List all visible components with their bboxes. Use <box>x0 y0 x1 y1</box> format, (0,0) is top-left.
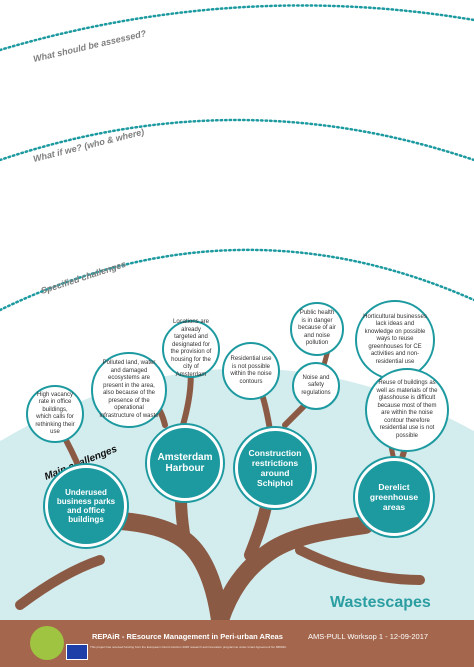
main-underused: Underused business parks and office buil… <box>45 465 127 547</box>
bubble-locations-text: Locations are already targeted and desig… <box>170 319 212 378</box>
bubble-noise-safety: Noise and safety regulations <box>292 362 340 410</box>
main-schiphol: Construction restrictions around Schipho… <box>235 428 315 508</box>
main-derelict-text: Derelict greenhouse areas <box>369 482 419 512</box>
wastescapes-title: Wastescapes <box>330 594 431 611</box>
bubble-vacancy-text: High vacancy rate in office buildings, w… <box>35 391 75 436</box>
arc-assess <box>0 4 474 52</box>
bubble-reuse-text: Reuse of buildings as well as materials … <box>376 380 438 439</box>
eu-flag-icon <box>66 644 88 660</box>
bubble-polluted-text: Polluted land, water and damaged ecosyst… <box>99 360 159 419</box>
footer-date: AMS-PULL Worksop 1 - 12-09-2017 <box>308 632 429 641</box>
bubble-public-health: Public health is in danger because of ai… <box>290 302 344 356</box>
main-underused-text: Underused business parks and office buil… <box>56 488 116 524</box>
bubble-reuse: Reuse of buildings as well as materials … <box>365 368 449 452</box>
main-schiphol-text: Construction restrictions around Schipho… <box>248 448 302 488</box>
label-assess: What should be assessed? <box>32 28 147 64</box>
label-specified: Specified challenges <box>40 259 128 296</box>
bubble-vacancy: High vacancy rate in office buildings, w… <box>26 385 84 443</box>
bubble-noise-safety-text: Noise and safety regulations <box>301 374 331 396</box>
arc-specified <box>0 248 474 312</box>
bubble-public-health-text: Public health is in danger because of ai… <box>298 310 336 347</box>
footer-note: This project has received funding from t… <box>90 645 287 649</box>
repair-logo-icon <box>30 626 64 660</box>
main-amsterdam: Amsterdam Harbour <box>147 425 223 501</box>
main-amsterdam-text: Amsterdam Harbour <box>157 452 213 474</box>
footer-title: REPAiR - REsource Management in Peri-urb… <box>92 632 283 641</box>
bubble-locations: Locations are already targeted and desig… <box>162 319 220 378</box>
arc-whatif <box>0 118 474 162</box>
bubble-residential: Residential use is not possible within t… <box>222 342 280 400</box>
bubble-horticultural: Horticultural businesses lack ideas and … <box>355 300 435 380</box>
bubble-horticultural-text: Horticultural businesses lack ideas and … <box>363 313 427 365</box>
main-derelict: Derelict greenhouse areas <box>355 458 433 536</box>
bubble-polluted: Polluted land, water and damaged ecosyst… <box>91 352 167 428</box>
bubble-residential-text: Residential use is not possible within t… <box>230 356 272 385</box>
main-dome <box>0 367 474 620</box>
